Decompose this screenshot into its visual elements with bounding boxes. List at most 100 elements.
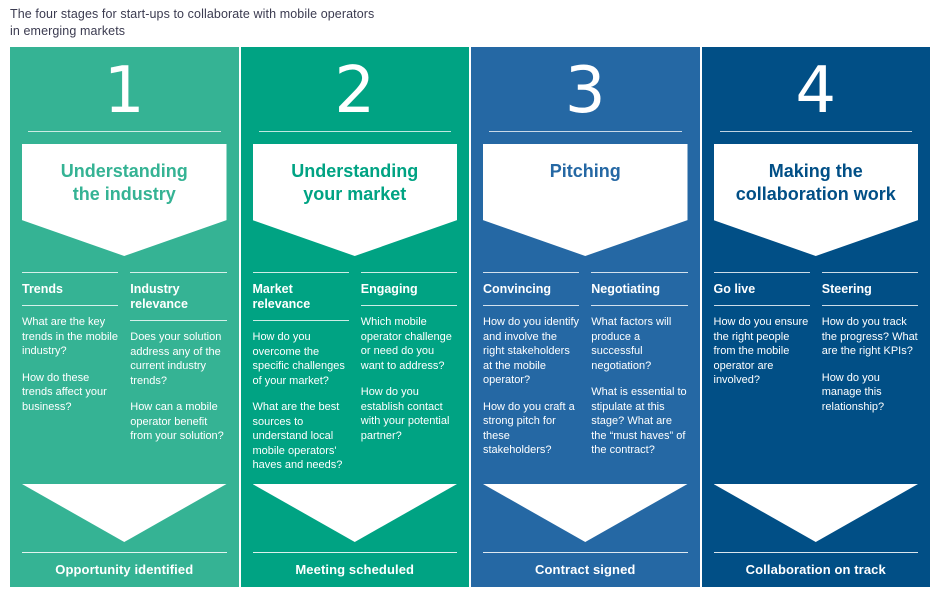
subcolumn-title-line: Negotiating xyxy=(591,282,660,296)
stage-headline-text: Pitching xyxy=(544,160,627,183)
stage-headline-line: Pitching xyxy=(549,161,621,181)
stage-outcome-label: Contract signed xyxy=(535,562,636,577)
stage-outcome-footer: Opportunity identified xyxy=(22,484,227,587)
stage-number: 3 xyxy=(564,54,606,128)
stage-outcome-label: Collaboration on track xyxy=(745,562,886,577)
down-arrow-icon xyxy=(713,484,918,542)
stage-headline-line: collaboration work xyxy=(735,184,896,204)
stage-outcome-footer: Contract signed xyxy=(483,484,688,587)
subcolumn-question: How do you ensure the right people from … xyxy=(713,316,809,386)
subcolumn-question: How do you track the progress? What are … xyxy=(821,316,918,357)
subcolumn-question: What are the best sources to understand … xyxy=(252,401,343,471)
subcolumn-title: Go live xyxy=(714,282,810,297)
subcolumn-title-line: Engaging xyxy=(360,282,418,296)
subcolumn-rule xyxy=(360,305,457,306)
down-arrow-icon xyxy=(483,484,688,542)
outcome-divider xyxy=(483,552,688,553)
subcolumn-title: Convincing xyxy=(483,282,579,297)
stage-headline-line: Making the xyxy=(768,161,863,181)
subcolumn-title-line: Convincing xyxy=(483,282,552,296)
page-title: The four stages for start-ups to collabo… xyxy=(0,0,940,46)
subcolumn-question: How do you overcome the specific challen… xyxy=(252,331,345,387)
subcolumn-rule xyxy=(821,305,918,306)
subcolumn-question: How do these trends affect your business… xyxy=(22,371,107,413)
subcolumn-question: How do you establish contact with your p… xyxy=(360,386,450,442)
subcolumn-title: Steering xyxy=(822,282,918,297)
subcolumn-title-line: Go live xyxy=(713,282,756,296)
stage-headline-line: Understanding xyxy=(291,161,419,181)
stage-headline-line: your market xyxy=(303,184,407,204)
subcolumn-question: What is essential to stipulate at this s… xyxy=(591,386,687,456)
stage-headline-banner: Pitching xyxy=(483,144,688,256)
banner-shape: Making the collaboration work xyxy=(713,144,918,256)
stage-headline-banner: Understanding your market xyxy=(252,144,457,256)
subcolumn-question: How do you manage this relationship? xyxy=(821,371,885,413)
banner-shape: Understanding the industry xyxy=(22,144,227,256)
stage-headline-banner: Understanding the industry xyxy=(22,144,227,256)
subcolumn-title-line: relevance xyxy=(130,297,188,311)
stage-headline-line: the industry xyxy=(72,184,176,204)
subcolumn-rule xyxy=(22,305,119,306)
subcolumn-question: What are the key trends in the mobile in… xyxy=(22,316,118,357)
outcome-divider xyxy=(252,552,457,553)
stage-headline-text: Understanding the industry xyxy=(55,160,194,206)
subcolumn-top-divider xyxy=(591,272,688,273)
subcolumn-title-line: Market xyxy=(252,282,293,296)
subcolumn-rule xyxy=(591,305,688,306)
subcolumn-title-line: Trends xyxy=(22,282,63,296)
stage-number: 1 xyxy=(103,54,145,128)
page-title-line-2: in emerging markets xyxy=(10,23,126,38)
down-arrow-icon xyxy=(252,484,457,542)
subcolumn-title-line: Industry xyxy=(130,282,180,296)
stage-number-divider xyxy=(28,131,221,132)
subcolumn-top-divider xyxy=(821,272,918,273)
stage-outcome-footer: Collaboration on track xyxy=(713,484,918,587)
subcolumn-top-divider xyxy=(483,272,580,273)
outcome-divider xyxy=(22,552,227,553)
subcolumn-top-divider xyxy=(22,272,119,273)
stage-outcome-label: Meeting scheduled xyxy=(295,562,415,577)
subcolumn-title-line: Steering xyxy=(821,282,872,296)
subcolumn-question: Does your solution address any of the cu… xyxy=(130,331,222,387)
subcolumn-question: What factors will produce a successful n… xyxy=(591,316,672,372)
subcolumn-rule xyxy=(483,305,580,306)
stage-headline-text: Making the collaboration work xyxy=(730,160,902,206)
subcolumn-top-divider xyxy=(130,272,227,273)
banner-shape: Understanding your market xyxy=(252,144,457,256)
subcolumn-title: Negotiating xyxy=(591,282,687,297)
outcome-divider xyxy=(713,552,918,553)
stage-number: 4 xyxy=(795,54,837,128)
subcolumn-top-divider xyxy=(252,272,349,273)
subcolumn-rule xyxy=(713,305,810,306)
stage-headline-line: Understanding xyxy=(60,161,188,181)
subcolumn-title-line: relevance xyxy=(252,297,311,311)
subcolumn-top-divider xyxy=(360,272,457,273)
subcolumn-question: How do you identify and involve the righ… xyxy=(483,316,579,386)
stage-number-divider xyxy=(719,131,912,132)
stage-number-divider xyxy=(258,131,451,132)
stage-number: 2 xyxy=(334,54,376,128)
subcolumn-title: Trends xyxy=(22,282,118,297)
stage-outcome-footer: Meeting scheduled xyxy=(252,484,457,587)
stage-number-divider xyxy=(489,131,682,132)
subcolumn-title: Engaging xyxy=(361,282,457,297)
stage-headline-text: Understanding your market xyxy=(285,160,424,206)
banner-shape: Pitching xyxy=(483,144,688,256)
